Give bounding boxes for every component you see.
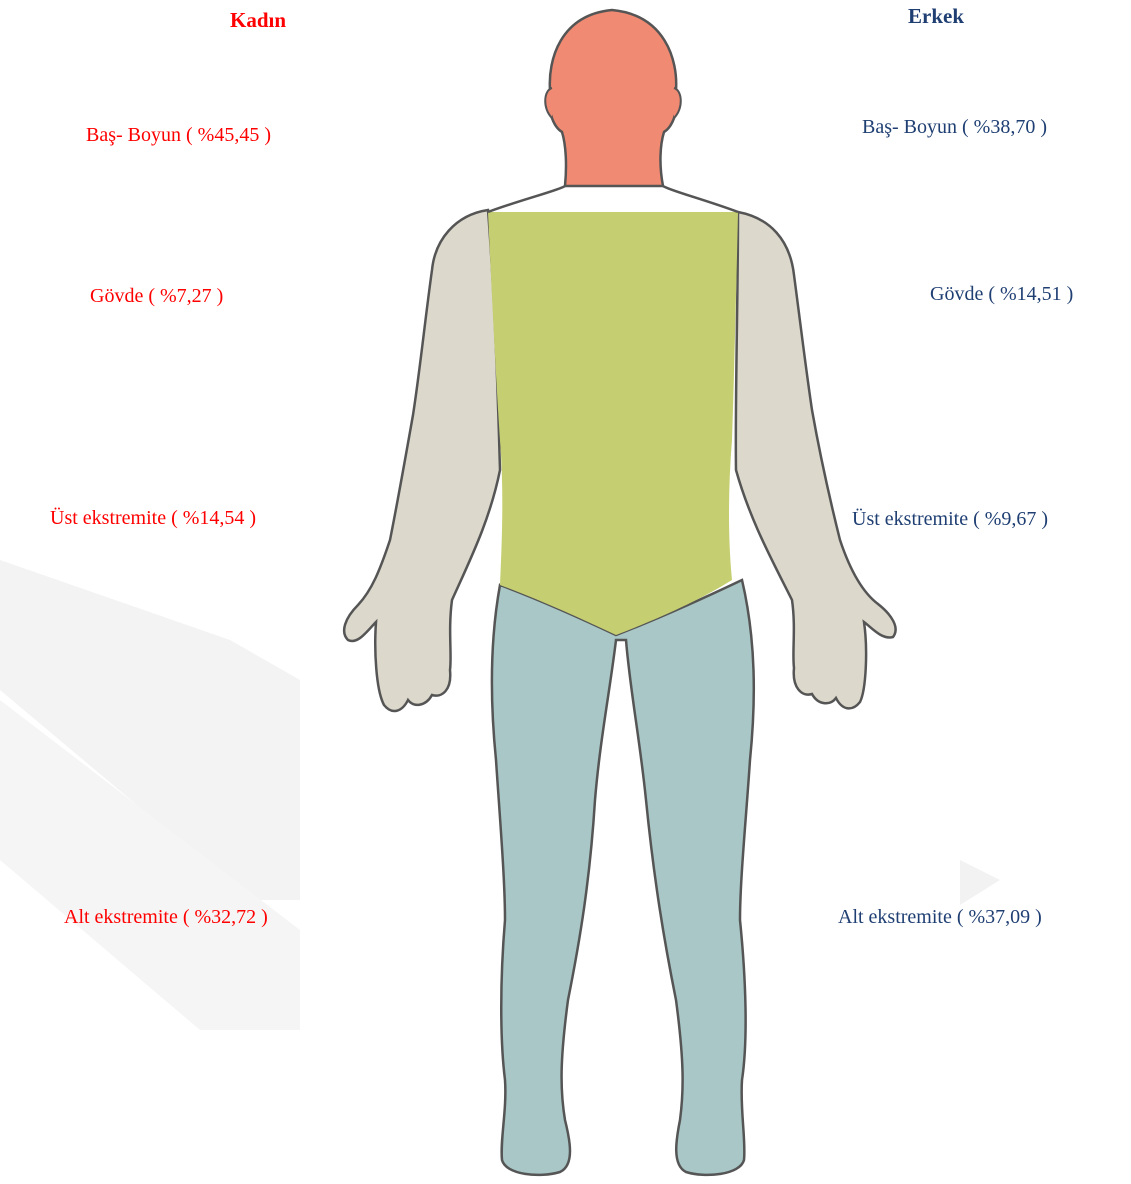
male-label-trunk: Gövde ( %14,51 ): [930, 282, 1073, 306]
male-label-head-neck: Baş- Boyun ( %38,70 ): [862, 115, 1047, 139]
upper-extremity-left: [344, 210, 500, 711]
female-label-head-neck: Baş- Boyun ( %45,45 ): [86, 123, 271, 147]
male-heading: Erkek: [908, 4, 964, 28]
female-heading: Kadın: [230, 8, 286, 32]
lower-extremity: [492, 580, 754, 1175]
male-label-lower-extremity: Alt ekstremite ( %37,09 ): [838, 905, 1042, 929]
female-label-trunk: Gövde ( %7,27 ): [90, 284, 223, 308]
trunk: [488, 212, 738, 635]
head-neck: [549, 10, 678, 186]
female-label-upper-extremity: Üst ekstremite ( %14,54 ): [50, 506, 256, 530]
male-label-upper-extremity: Üst ekstremite ( %9,67 ): [852, 507, 1048, 531]
female-label-lower-extremity: Alt ekstremite ( %32,72 ): [64, 905, 268, 929]
upper-extremity-right: [736, 212, 896, 708]
